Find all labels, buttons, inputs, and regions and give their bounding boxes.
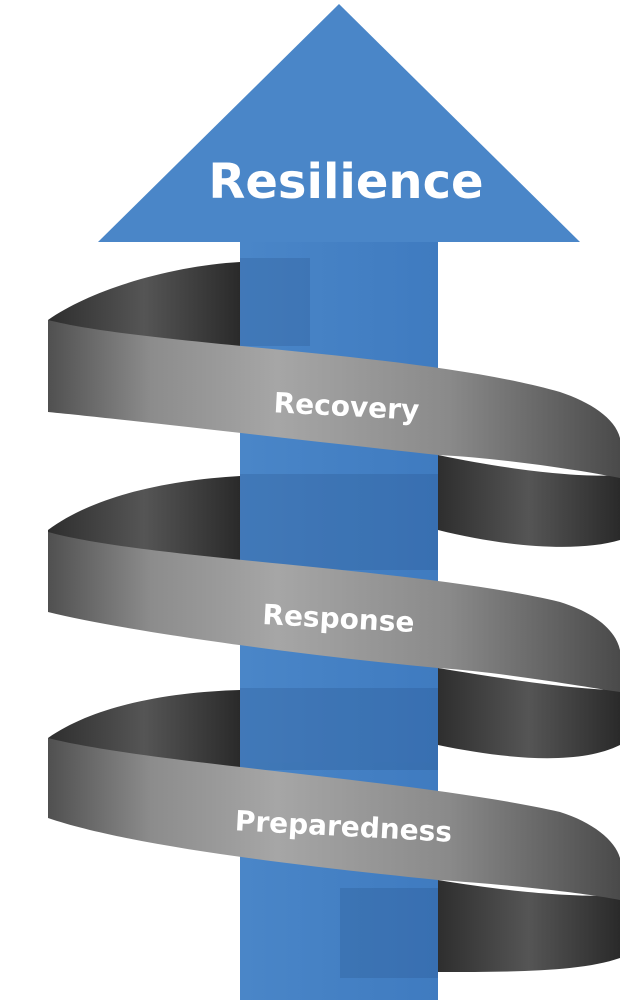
ribbon-back-lower-right bbox=[438, 668, 620, 759]
stage-label-recovery: Recovery bbox=[273, 386, 420, 427]
overlay-low bbox=[240, 688, 438, 770]
ribbon-front-bands bbox=[48, 320, 620, 900]
arrow-head bbox=[98, 4, 580, 242]
overlay-top bbox=[240, 258, 310, 346]
ribbon-front-response bbox=[48, 532, 620, 692]
ribbon-back-upper-right bbox=[438, 455, 620, 547]
overlay-mid bbox=[240, 474, 438, 570]
overlay-bottom bbox=[340, 888, 438, 978]
stage-label-response: Response bbox=[262, 598, 416, 639]
ribbon-front-preparedness bbox=[48, 738, 620, 900]
ribbon-front-recovery bbox=[48, 320, 620, 478]
arrow-title: Resilience bbox=[208, 154, 483, 210]
ribbon-back-bottom-right bbox=[438, 880, 620, 972]
ribbon-arrow-overlays bbox=[240, 258, 438, 978]
